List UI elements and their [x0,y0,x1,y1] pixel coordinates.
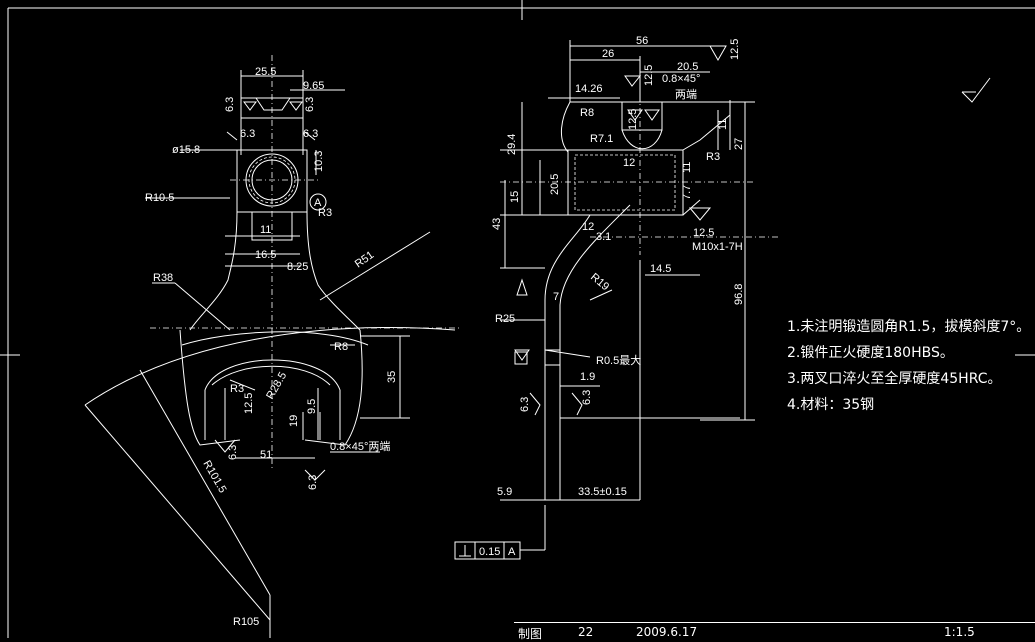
dim-11: 11 [260,224,271,236]
dim-r8-right: R8 [580,107,594,119]
roughness-6-3-g: 6.3 [519,397,531,412]
thread-spec: M10x1-7H [692,241,743,253]
dim-9-5: 9.5 [306,399,318,414]
dim-12-5: 12.5 [243,393,255,414]
dim-14-26: 14.26 [575,83,603,95]
dim-20-5-side: 20.5 [549,174,561,195]
roughness-12-5-b: 12.5 [643,65,655,86]
dim-r38: R38 [153,272,173,284]
dim-12-arm: 12 [582,221,594,233]
roughness-6-3-b: 6.3 [304,97,316,112]
technical-notes: 1.未注明锻造圆角R1.5，拔模斜度7°。 2.锻件正火硬度180HBS。 3.… [787,314,1030,418]
roughness-12-5-a: 12.5 [729,39,741,60]
dim-19: 19 [288,415,300,427]
dim-r0-5-max: R0.5最大 [596,353,641,367]
chamfer-both-ends: 两端 [675,88,697,101]
dim-r8: R8 [334,341,348,353]
roughness-6-3-a: 6.3 [224,97,236,112]
dim-hole-dia: ø15.8 [172,144,200,156]
dim-20-5-top: 20.5 [677,61,698,73]
right-view-labels: 56 26 20.5 12.5 14.26 12.5 0.8×45° 两端 R8… [479,35,745,558]
title-block: 制图 22 2009.6.17 1:1.5 [514,622,1035,641]
dim-1-9: 1.9 [580,371,595,383]
dim-26: 26 [602,48,614,60]
chamfer-0-8: 0.8×45° [662,73,700,85]
title-block-made-label: 制图 [518,627,543,641]
dim-29-4: 29.4 [506,134,518,155]
tolerance-value: 0.15 [479,546,500,558]
dim-33-5: 33.5±0.15 [578,486,627,498]
dim-25-5: 25.5 [255,66,276,78]
chamfer-note: 0.8×45°两端 [330,440,390,453]
title-block-date: 2009.6.17 [636,625,698,639]
roughness-12-5-c: 12.5 [693,227,714,239]
roughness-6-3-d: 6.3 [303,128,318,140]
dim-9-65: 9.65 [303,80,324,92]
dim-12-5-slot: 12.5 [627,109,639,130]
note-3: 3.两叉口淬火至全厚硬度45HRC。 [787,371,1002,387]
dim-96-8: 96.8 [733,284,745,305]
note-4: 4.材料：35钢 [787,397,875,413]
dim-14-5: 14.5 [650,263,671,275]
dim-5-9: 5.9 [497,486,512,498]
dim-r3-right: R3 [706,151,720,163]
dim-11-side: 11 [681,162,693,173]
dim-11-top: 11 [717,119,729,130]
dim-16-5: 16.5 [255,249,276,261]
dim-r3-top: R3 [318,207,332,219]
dim-r3-inner: R3 [230,383,244,395]
title-block-scale: 1:1.5 [944,625,975,639]
dim-r101-5: R101.5 [200,459,228,496]
dim-15: 15 [509,191,521,203]
left-view [84,55,460,638]
dim-56: 56 [636,35,648,47]
dim-8-25: 8.25 [287,261,308,273]
dim-51: 51 [260,449,272,461]
dim-7-7: 7.7 [681,185,693,200]
dim-12-hole: 12 [623,157,635,169]
dim-r25: R25 [495,313,515,325]
title-block-made-value: 22 [578,625,594,639]
dim-27: 27 [733,138,745,150]
dim-35: 35 [386,371,398,383]
right-view [454,40,780,560]
roughness-symbol-general [961,77,991,103]
note-1: 1.未注明锻造圆角R1.5，拔模斜度7°。 [787,319,1031,335]
dim-43: 43 [491,218,503,230]
datum-a-label: A [314,197,322,209]
dim-r10-5: R10.5 [145,192,174,204]
roughness-6-3-h: 6.3 [581,390,593,405]
roughness-6-3-f: 6.3 [307,475,319,490]
roughness-6-3-c: 6.3 [240,128,255,140]
dim-r105: R105 [233,616,259,628]
tolerance-datum: A [508,546,516,558]
dim-3-1: 3.1 [596,231,611,243]
note-2: 2.锻件正火硬度180HBS。 [787,345,954,361]
dim-r28-5: R28.5 [264,370,289,401]
dim-r7-1: R7.1 [590,133,613,145]
dim-7: 7 [553,291,559,303]
roughness-6-3-e: 6.3 [227,445,239,460]
dim-10-3: 10.3 [313,151,325,172]
dim-r19: R19 [588,271,611,293]
